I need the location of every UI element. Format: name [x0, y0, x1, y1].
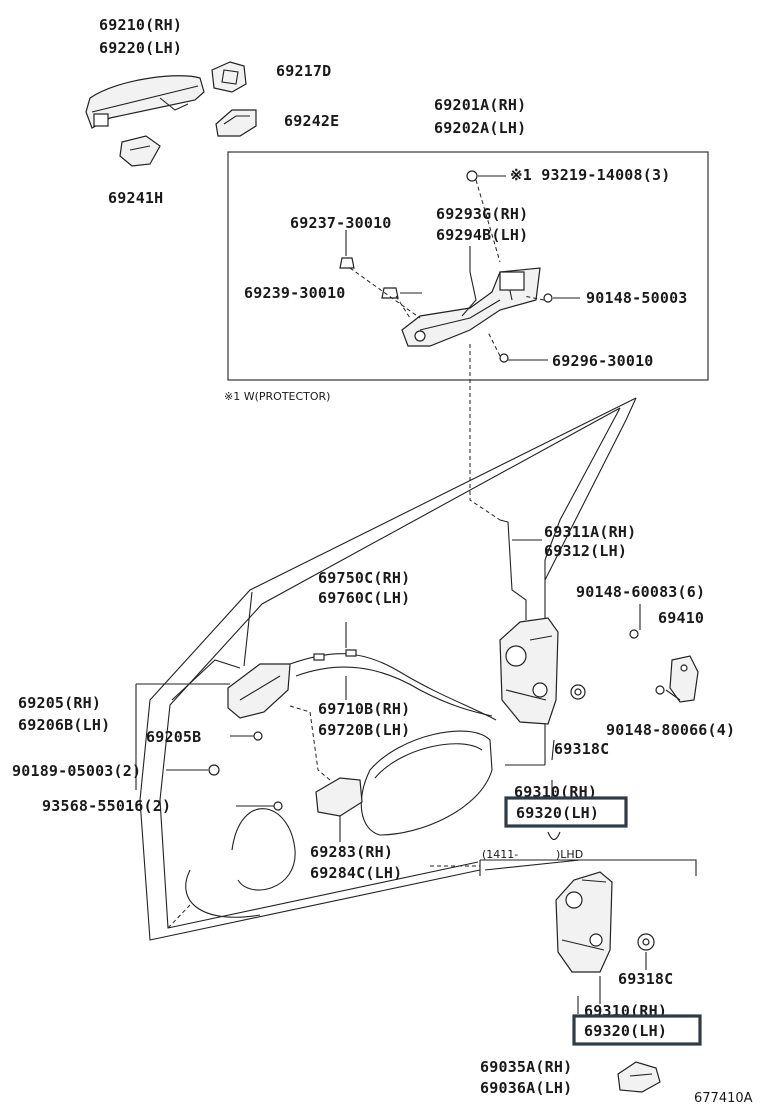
label-90189: 90189-05003(2) — [12, 762, 141, 780]
label-69720b: 69720B(LH) — [318, 721, 410, 739]
label-69241h: 69241H — [108, 189, 163, 207]
label-69710b: 69710B(RH) — [318, 700, 410, 718]
handle-frame-part — [401, 267, 541, 347]
label-69293g: 69293G(RH) — [436, 205, 528, 223]
label-69312: 69312(LH) — [544, 542, 627, 560]
label-90148-50003: 90148-50003 — [586, 289, 688, 307]
label-69217d: 69217D — [276, 62, 331, 80]
inside-cover-part — [315, 777, 363, 817]
bolt-90148-60083 — [629, 629, 639, 639]
label-69750c: 69750C(RH) — [318, 569, 410, 587]
label-69320-upper[interactable]: 69320(LH) — [516, 804, 599, 822]
note-1411: (1411- — [482, 848, 518, 861]
label-69205b: 69205B — [146, 728, 201, 746]
note-protector: ※1 W(PROTECTOR) — [224, 390, 330, 403]
label-69294b: 69294B(LH) — [436, 226, 528, 244]
label-69237: 69237-30010 — [290, 214, 392, 232]
label-69201a: 69201A(RH) — [434, 96, 526, 114]
highlight-box-upper[interactable] — [504, 796, 628, 828]
label-69296: 69296-30010 — [552, 352, 654, 370]
handle-pad-part — [215, 109, 257, 137]
label-69760c: 69760C(LH) — [318, 589, 410, 607]
label-69410: 69410 — [658, 609, 704, 627]
label-69284c: 69284C(LH) — [310, 864, 402, 882]
label-93219: ※1 93219-14008(3) — [510, 166, 670, 184]
label-90148-80066: 90148-80066(4) — [606, 721, 735, 739]
label-69035a: 69035A(RH) — [480, 1058, 572, 1076]
label-90148-60083: 90148-60083(6) — [576, 583, 705, 601]
label-69206b: 69206B(LH) — [18, 716, 110, 734]
highlight-box-lower[interactable] — [572, 1014, 702, 1046]
lock-rod-part — [499, 519, 527, 620]
screw-93568 — [273, 801, 283, 811]
clip-69237 — [339, 257, 355, 269]
label-69311a: 69311A(RH) — [544, 523, 636, 541]
bolt-90148-80066 — [655, 685, 665, 695]
label-93568: 93568-55016(2) — [42, 797, 171, 815]
label-69242e: 69242E — [284, 112, 339, 130]
lock-cable-end-part — [617, 1061, 661, 1093]
label-69318c-upper: 69318C — [554, 740, 609, 758]
label-69283: 69283(RH) — [310, 843, 393, 861]
frame-assembly-box — [227, 151, 709, 381]
clip-90189 — [208, 764, 220, 776]
outside-handle-part — [85, 75, 205, 129]
label-69318c-lower: 69318C — [618, 970, 673, 988]
note-lhd: )LHD — [556, 848, 583, 861]
highlight-bg-upper — [506, 798, 626, 826]
door-lock-assembly-lower — [555, 871, 613, 973]
clip-69205b — [253, 731, 263, 741]
label-69320-lower[interactable]: 69320(LH) — [584, 1022, 667, 1040]
figure-id: 677410A — [694, 1091, 753, 1106]
highlight-bg-lower — [574, 1016, 700, 1044]
screw-69296 — [499, 353, 509, 363]
screw-93219 — [466, 170, 478, 182]
inner-escutcheon-part — [119, 135, 161, 167]
label-69210: 69210(RH) — [99, 16, 182, 34]
label-69036a: 69036A(LH) — [480, 1079, 572, 1097]
lock-cables-part — [289, 649, 497, 721]
label-69239: 69239-30010 — [244, 284, 346, 302]
label-69220: 69220(LH) — [99, 39, 182, 57]
label-69205: 69205(RH) — [18, 694, 101, 712]
striker-part — [669, 655, 699, 703]
bolt-90148-50003 — [543, 293, 553, 303]
door-lock-assembly-upper — [499, 617, 559, 725]
clip-69239 — [381, 287, 399, 299]
label-69202a: 69202A(LH) — [434, 119, 526, 137]
inside-handle-part — [227, 663, 291, 719]
handle-cover-part — [211, 61, 247, 93]
